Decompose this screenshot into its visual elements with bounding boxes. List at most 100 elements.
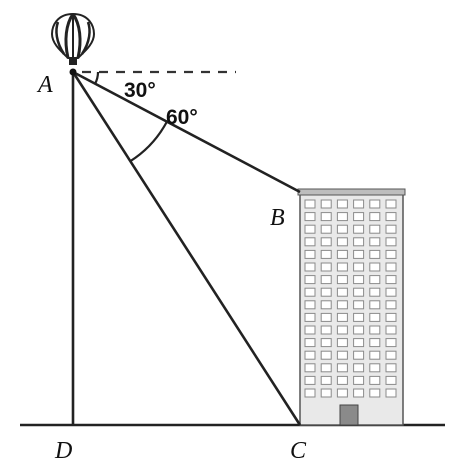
building-window	[336, 312, 348, 322]
building-window	[304, 287, 316, 297]
building-window	[336, 338, 348, 348]
building-window	[304, 338, 316, 348]
building-window	[353, 363, 365, 373]
building-window	[369, 224, 381, 234]
building-window	[336, 212, 348, 222]
building-window	[353, 338, 365, 348]
building-window	[336, 363, 348, 373]
label-C: C	[290, 438, 307, 464]
angle-label-30: 30°	[124, 79, 156, 102]
building-window	[353, 388, 365, 398]
building-window	[369, 338, 381, 348]
angle-arc-60	[129, 121, 168, 163]
building-window	[385, 300, 397, 310]
building-window	[320, 249, 332, 259]
building-window	[369, 300, 381, 310]
building-window	[320, 388, 332, 398]
building-window	[304, 249, 316, 259]
building-window	[385, 325, 397, 335]
building-roof	[297, 188, 406, 196]
building-window	[353, 275, 365, 285]
building-window	[385, 249, 397, 259]
building-window	[385, 375, 397, 385]
building-window	[369, 350, 381, 360]
building-window	[336, 325, 348, 335]
building-window	[304, 237, 316, 247]
building-window	[353, 325, 365, 335]
building-window	[369, 212, 381, 222]
building-window	[320, 224, 332, 234]
building-window	[336, 275, 348, 285]
building-window	[369, 325, 381, 335]
label-A: A	[36, 72, 53, 98]
building-window	[336, 375, 348, 385]
building-window	[369, 287, 381, 297]
building-window	[320, 300, 332, 310]
building-window	[320, 350, 332, 360]
building-window	[336, 249, 348, 259]
angle-arc-30	[94, 71, 100, 85]
building-window	[320, 287, 332, 297]
building-window	[353, 312, 365, 322]
building-window	[304, 212, 316, 222]
building-window	[304, 363, 316, 373]
segment-AB	[72, 70, 301, 194]
building-window	[336, 199, 348, 209]
building-window	[320, 275, 332, 285]
building-window	[369, 375, 381, 385]
building-window	[385, 237, 397, 247]
building-window	[304, 350, 316, 360]
building-window	[336, 224, 348, 234]
building-window	[353, 212, 365, 222]
building-window	[385, 312, 397, 322]
building-window	[320, 312, 332, 322]
building-window	[336, 350, 348, 360]
building-window	[385, 212, 397, 222]
building-window	[385, 338, 397, 348]
building-window	[385, 363, 397, 373]
building-window	[336, 287, 348, 297]
building-window	[304, 325, 316, 335]
building-door	[339, 404, 359, 426]
building-window	[320, 325, 332, 335]
building-window	[336, 300, 348, 310]
label-D: D	[54, 438, 72, 464]
building-window	[385, 287, 397, 297]
building-window	[304, 300, 316, 310]
building-window	[320, 363, 332, 373]
building-window	[304, 388, 316, 398]
building-window	[353, 350, 365, 360]
building-window	[385, 199, 397, 209]
building-window	[304, 375, 316, 385]
building-window	[353, 262, 365, 272]
building-window	[320, 199, 332, 209]
hot-air-balloon-icon	[50, 12, 96, 65]
building-window	[304, 199, 316, 209]
building-window	[304, 275, 316, 285]
building-window	[353, 300, 365, 310]
building-window	[353, 375, 365, 385]
building-window	[353, 224, 365, 234]
building-window	[304, 262, 316, 272]
building-window	[369, 312, 381, 322]
building-window	[320, 212, 332, 222]
label-B: B	[270, 205, 285, 231]
building-window	[369, 262, 381, 272]
building-window	[336, 262, 348, 272]
building-window	[353, 237, 365, 247]
angle-label-60: 60°	[166, 106, 198, 129]
building-window	[369, 199, 381, 209]
building-window	[369, 388, 381, 398]
building-window	[369, 237, 381, 247]
building-window	[353, 287, 365, 297]
building-window	[353, 199, 365, 209]
building-window	[320, 262, 332, 272]
building-window	[385, 262, 397, 272]
building	[297, 188, 406, 426]
building-window	[369, 275, 381, 285]
building-window	[385, 350, 397, 360]
building-window	[304, 312, 316, 322]
building-window	[385, 275, 397, 285]
building-window	[320, 237, 332, 247]
